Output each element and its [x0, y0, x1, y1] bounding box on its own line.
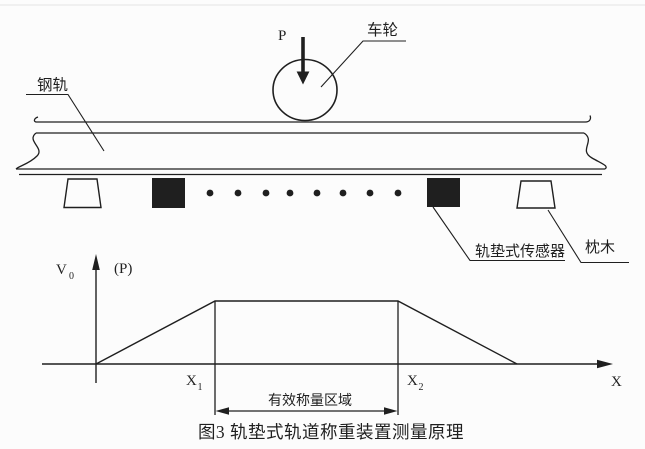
wheel-label: 车轮 — [367, 21, 398, 39]
p-axis-label: (P) — [114, 261, 132, 277]
x1-label: X — [186, 373, 197, 389]
region-label: 有效称量区域 — [268, 393, 352, 409]
x-axis-label: X — [611, 374, 622, 390]
v-axis-subscript: 0 — [69, 271, 74, 282]
x2-subscript: 2 — [419, 382, 424, 393]
v-axis-label: V — [56, 262, 67, 278]
region-dimension-arrow — [215, 407, 398, 415]
figure-caption: 图3 轨垫式轨道称重装置测量原理 — [198, 422, 464, 442]
sensor-label: 轨垫式传感器 — [475, 243, 565, 260]
force-label: P — [278, 28, 286, 44]
rail-outline — [15, 115, 607, 176]
signal-graph: V 0 (P) X X 1 X 2 有效称量区域 — [42, 254, 622, 415]
rail-leader-line — [26, 93, 105, 152]
sleeper-leader-line — [547, 209, 629, 264]
measurement-dots — [206, 189, 402, 197]
force-arrow — [296, 37, 310, 85]
left-sensor-block — [152, 178, 185, 208]
rail-schematic: P 车轮 钢轨 — [15, 21, 629, 264]
wheel-circle — [272, 58, 338, 122]
left-sleeper — [63, 178, 102, 209]
signal-trapezoid-curve — [95, 300, 518, 365]
right-sensor-block — [427, 178, 460, 207]
rail-label: 钢轨 — [37, 76, 68, 94]
x1-subscript: 1 — [198, 382, 203, 393]
x-axis — [42, 359, 613, 369]
wheel-leader-line — [320, 40, 406, 88]
sensor-leader-line — [432, 206, 565, 262]
x2-label: X — [407, 373, 418, 389]
sleeper-label: 枕木 — [585, 239, 615, 256]
right-sleeper — [516, 180, 556, 209]
